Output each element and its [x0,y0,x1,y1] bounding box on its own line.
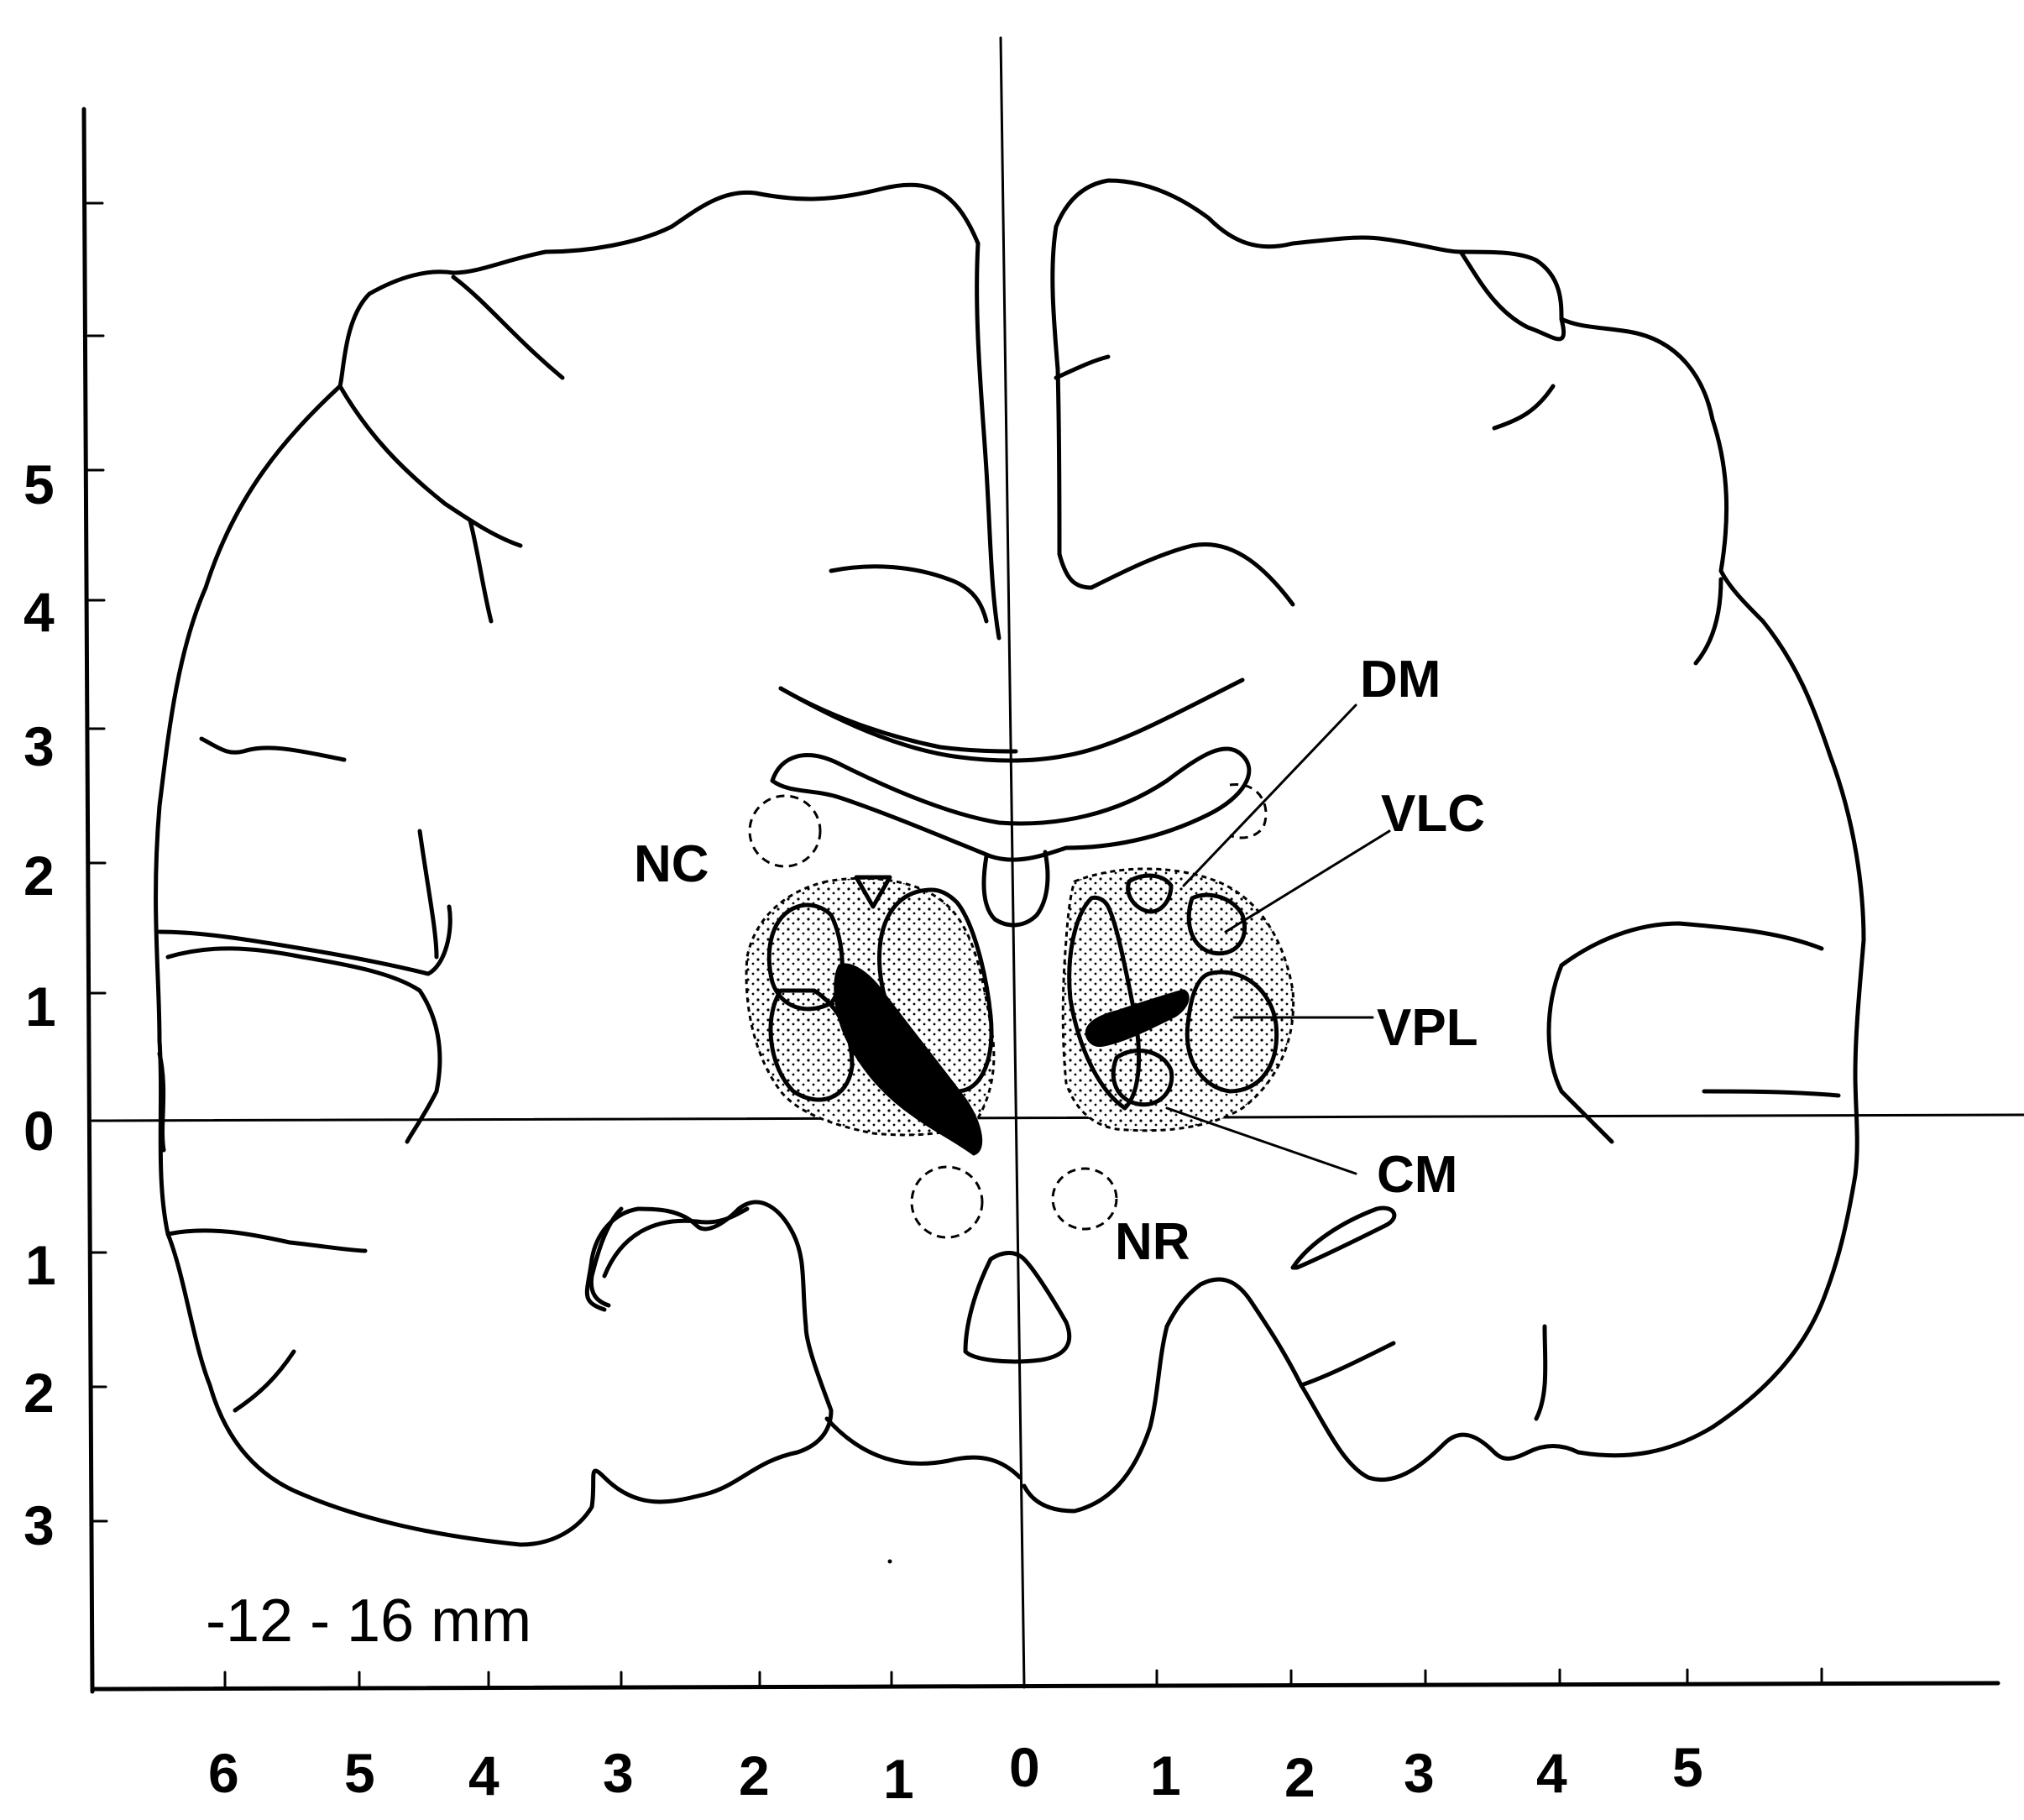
y-tick-minus-2: 2 [24,1362,55,1424]
right-thalamus [1063,869,1293,1131]
x-axis-line [92,1683,1998,1689]
y-tick-minus-3: 3 [24,1494,55,1556]
third-ventricle [984,852,1048,925]
x-tick-left-3: 3 [603,1742,634,1804]
y-tick-2: 2 [24,845,55,907]
y-tick-minus-1: 1 [25,1234,56,1296]
y-tick-5: 5 [24,453,55,515]
x-tick-0: 0 [1009,1736,1040,1798]
right-hemisphere [1024,180,1864,1511]
hippocampal-curl-left [604,1209,747,1276]
x-tick-left-1: 1 [883,1748,914,1810]
label-vpl: VPL [1377,999,1478,1057]
section-caption: -12 - 16 mm [206,1587,531,1655]
x-tick-right-4: 4 [1536,1742,1567,1804]
left-nr-dashed-circle [912,1167,982,1237]
y-tick-4: 4 [24,581,55,643]
x-tick-left-5: 5 [344,1742,375,1804]
x-tick-labels: 6 5 4 3 2 1 0 1 2 3 4 5 [208,1736,1703,1810]
label-dm: DM [1360,651,1441,709]
y-tick-1: 1 [25,975,56,1038]
label-vlc: VLC [1381,785,1485,843]
temporal-horn-right [1293,1208,1394,1268]
y-tick-labels: 5 4 3 2 1 0 1 2 3 [24,453,56,1556]
x-tick-right-3: 3 [1404,1742,1435,1804]
x-tick-left-6: 6 [208,1742,239,1804]
label-cm: CM [1377,1146,1457,1204]
y-axis-line [84,109,92,1692]
vlc-leader [1226,831,1389,932]
x-tick-left-2: 2 [739,1744,770,1807]
x-tick-right-1: 1 [1150,1744,1181,1807]
x-tick-right-5: 5 [1672,1736,1703,1798]
right-nr-dashed-circle [1053,1169,1117,1229]
nc-dashed-circle [750,796,820,866]
y-tick-3: 3 [24,715,55,777]
y-tick-0: 0 [24,1100,55,1162]
label-nr: NR [1115,1213,1190,1271]
x-tick-left-4: 4 [468,1744,499,1807]
label-nc: NC [634,835,709,893]
left-hemisphere [156,185,1020,1561]
x-tick-right-2: 2 [1284,1746,1315,1808]
dm-leader [1184,705,1356,886]
left-thalamus [746,877,994,1154]
midline-vertical [1001,38,1024,1687]
horizontal-zero-line [92,1115,2024,1121]
